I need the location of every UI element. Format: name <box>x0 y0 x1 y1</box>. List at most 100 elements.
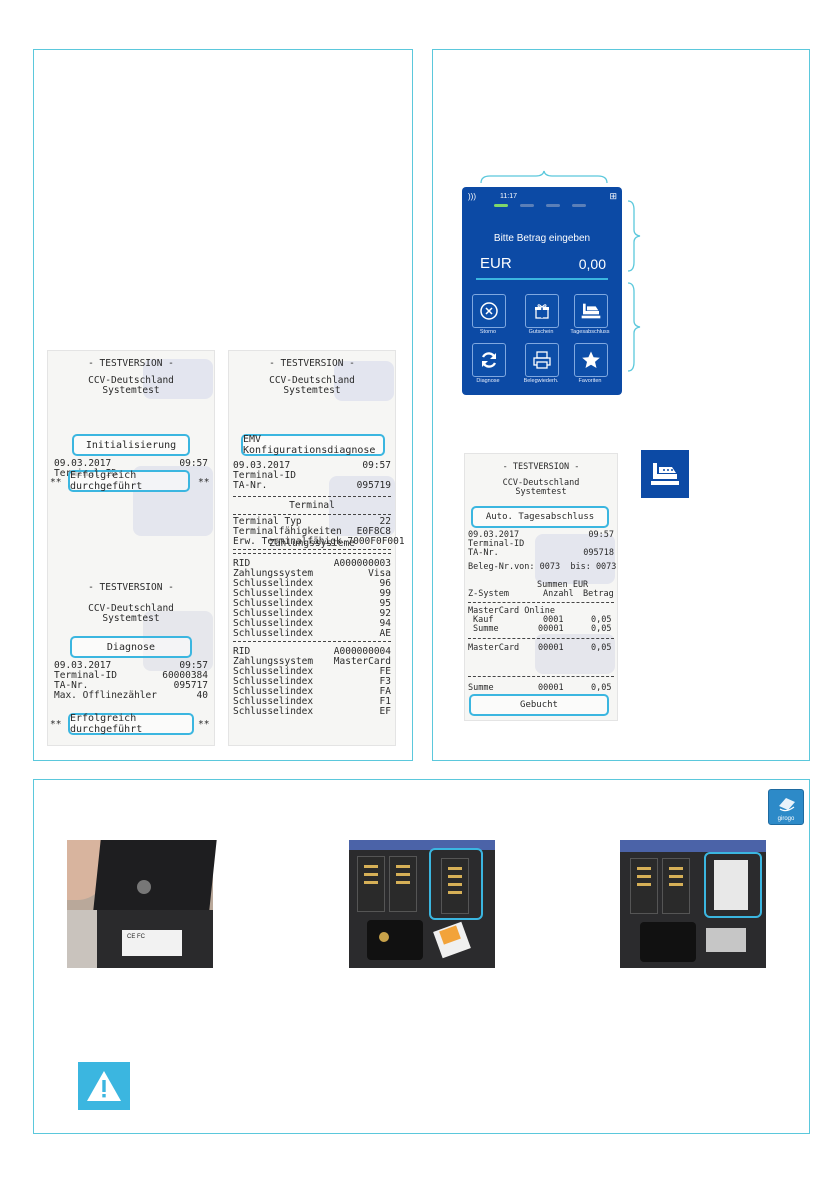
receipt-key: Schlusselindex <box>233 686 314 697</box>
receipt-key: Terminalfähigkeiten <box>233 526 342 537</box>
receipt-value: 22 <box>379 516 391 527</box>
receipt-daily-closing: - TESTVERSION - CCV-Deutschland Systemte… <box>464 453 618 721</box>
receipt-offline-value: 40 <box>196 690 208 701</box>
brace-right-display <box>627 200 641 272</box>
receipt-value: Visa <box>368 568 391 579</box>
receipt-header-2: - TESTVERSION - <box>88 582 174 593</box>
divider <box>233 641 391 642</box>
divider <box>233 514 391 515</box>
receipt-kv-row: Zahlungssystem Visa <box>233 569 391 579</box>
receipt-key: Schlusselindex <box>233 676 314 687</box>
receipt-emv-diagnosis: - TESTVERSION - CCV-Deutschland Systemte… <box>228 350 405 746</box>
receipt-ta-label: TA-Nr. <box>468 548 499 558</box>
receipt-header: - TESTVERSION - <box>88 358 174 369</box>
receipt-value: 7000F0F001 <box>347 536 405 547</box>
receipt-key: Schlusselindex <box>233 608 314 619</box>
girogo-label: girogo <box>777 816 795 822</box>
contactless-icon: ))) <box>468 192 476 201</box>
receipt-watermark <box>334 361 394 401</box>
receipt-value: F1 <box>379 696 391 707</box>
highlight-diagnose: Diagnose <box>70 636 192 658</box>
receipt-value: 94 <box>379 618 391 629</box>
receipt-key: Zahlungssystem <box>233 568 314 579</box>
receipt-tid-value: 60000384 <box>162 670 208 681</box>
receipt-kv-row: Schlusselindex EF <box>233 707 391 717</box>
receipt-mc-label: MasterCard <box>468 643 520 653</box>
receipt-key: Zahlungssystem <box>233 656 314 667</box>
star-icon <box>581 350 601 370</box>
divider <box>233 553 391 554</box>
refresh-icon <box>479 350 499 370</box>
tile-storno[interactable] <box>472 294 506 328</box>
highlight-auto-closing: Auto. Tagesabschluss <box>471 506 609 528</box>
receipt-ta-value: 095719 <box>356 480 391 491</box>
cancel-icon <box>479 301 499 321</box>
brace-top <box>480 170 608 184</box>
receipt-stars: ** <box>50 719 62 730</box>
receipt-key: RID <box>233 646 251 657</box>
receipt-value: EF <box>379 706 391 717</box>
warning-icon <box>78 1062 130 1110</box>
tile-belegwiederh[interactable] <box>525 343 559 377</box>
receipt-header: - TESTVERSION - <box>502 462 580 472</box>
receipt-total-amount: 0,05 <box>591 683 612 693</box>
highlight-emv: EMV Konfigurationsdiagnose <box>241 434 385 456</box>
receipt-company-2: CCV-Deutschland <box>88 603 174 614</box>
receipt-mc-online: MasterCard Online <box>468 606 555 616</box>
progress-indicator <box>494 204 594 207</box>
receipt-value: 96 <box>379 578 391 589</box>
receipt-summen-header: Summen EUR <box>537 580 589 590</box>
amount-field[interactable]: 0,00 <box>578 256 606 272</box>
receipt-company: CCV-Deutschland <box>269 375 355 386</box>
receipt-tid-label: Terminal-ID <box>54 670 117 681</box>
tile-diagnose[interactable] <box>472 343 506 377</box>
receipt-offline-row: Max. Offlinezähler 40 <box>54 691 208 701</box>
receipt-stars: ** <box>198 477 210 488</box>
receipt-key: Schlusselindex <box>233 706 314 717</box>
receipt-subtitle: Systemtest <box>102 385 160 396</box>
receipt-header: - TESTVERSION - <box>269 358 355 369</box>
divider <box>468 638 614 639</box>
receipt-value: E0F8C8 <box>356 526 391 537</box>
receipt-kauf-label: Kauf <box>473 615 494 625</box>
girogo-logo: girogo <box>768 789 804 825</box>
receipt-tid-row: Terminal-ID 60000384 <box>54 671 208 681</box>
tile-label: Belegwiederh. <box>523 378 559 384</box>
cash-register-icon <box>641 450 689 498</box>
receipt-offline-label: Max. Offlinezähler <box>54 690 157 701</box>
receipt-subtitle-2: Systemtest <box>102 613 160 624</box>
receipt-watermark <box>329 476 395 536</box>
brace-right-menu <box>627 282 641 372</box>
receipt-key: RID <box>233 558 251 569</box>
receipt-date-row: 09.03.2017 09:57 <box>233 461 391 471</box>
photo-sim-slot-insert <box>349 840 495 968</box>
highlight-initialisierung: Initialisierung <box>72 434 190 456</box>
receipt-ta-label: TA-Nr. <box>233 480 268 491</box>
receipt-key: Terminal Typ <box>233 516 302 527</box>
receipt-value: 95 <box>379 598 391 609</box>
receipt-summe-label: Summe <box>473 624 499 634</box>
receipt-summe-amount: 0,05 <box>591 624 612 634</box>
receipt-value: 99 <box>379 588 391 599</box>
tile-favoriten[interactable] <box>574 343 608 377</box>
receipt-ta-label: TA-Nr. <box>54 680 89 691</box>
receipt-time: 09:57 <box>362 460 391 471</box>
receipt-kv-row: Erw. Terminalfähigk.7000F0F001 <box>233 537 405 547</box>
cash-register-icon <box>581 302 601 320</box>
divider <box>468 676 614 677</box>
receipt-value: F3 <box>379 676 391 687</box>
tile-label: Storno <box>479 329 497 335</box>
tile-gutschein[interactable] <box>525 294 559 328</box>
receipt-date-row-2: 09.03.2017 09:57 <box>54 661 208 671</box>
tile-label: Tagesabschluss <box>570 329 610 335</box>
receipt-time: 09:57 <box>179 660 208 671</box>
tile-tagesabschluss[interactable] <box>574 294 608 328</box>
receipt-initialization: - TESTVERSION - CCV-Deutschland Systemte… <box>47 350 215 746</box>
receipt-beleg-range: von: 0073 bis: 0073 <box>514 562 617 572</box>
